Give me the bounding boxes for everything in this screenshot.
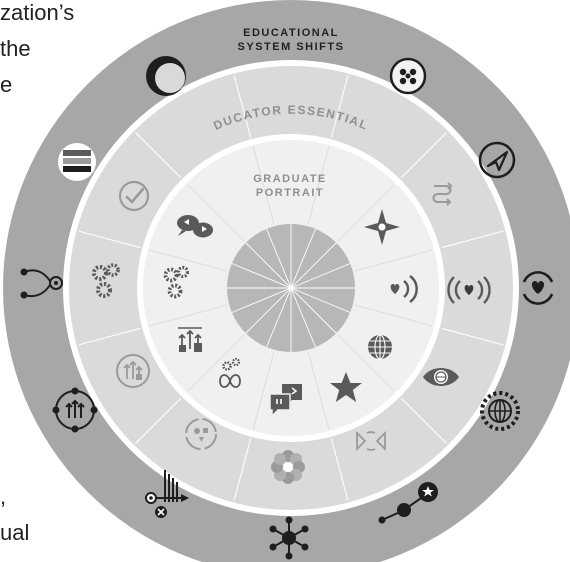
route-arrows-icon — [432, 182, 453, 206]
text-fragment-bottom-2: ual — [0, 520, 30, 545]
star-network-icon — [378, 482, 438, 524]
inner-ring-divider — [307, 351, 330, 430]
text-fragment-top-3: e — [0, 72, 13, 97]
text-fragment-top-1: zation’s — [0, 0, 75, 25]
middle-ring-divider — [330, 75, 349, 138]
middle-ring-divider — [441, 327, 504, 346]
inner-ring-divider — [337, 334, 395, 392]
infinity-gears-icon — [219, 357, 241, 388]
inner-ring-divider — [149, 304, 228, 327]
molecule-cycle-icon — [389, 57, 427, 95]
middle-ring-divider — [441, 230, 504, 249]
inner-ring-divider — [354, 249, 433, 272]
text-fragment-bottom-1: , — [0, 484, 7, 509]
stacked-layers-icon — [58, 143, 96, 181]
flower-icon — [271, 450, 305, 484]
inner-ring-label-line1: GRADUATE — [253, 173, 327, 185]
merge-lines-icon — [145, 470, 189, 518]
heart-signal-icon — [390, 275, 418, 303]
speech-bubbles-icon — [177, 215, 213, 238]
outer-ring-label-line1: EDUCATIONAL — [243, 27, 339, 39]
eye-globe-icon — [423, 368, 459, 386]
middle-ring-divider — [400, 132, 447, 179]
globe-icon — [368, 334, 392, 360]
path-nodes-icon — [20, 268, 63, 299]
gears-icon — [92, 263, 120, 298]
middle-ring-divider — [400, 397, 447, 444]
middle-ring-divider — [135, 132, 182, 179]
chat-bubbles-icon — [269, 384, 302, 418]
middle-ring-divider — [78, 230, 141, 249]
cycle-shapes-icon — [185, 418, 217, 450]
inner-ring-divider — [307, 146, 330, 225]
check-circle-icon — [118, 180, 150, 212]
core-spoke — [231, 263, 351, 313]
inner-ring-label-line2: PORTRAIT — [256, 187, 324, 199]
inner-ring-divider — [252, 351, 275, 430]
compass-icon — [364, 209, 400, 245]
inner-ring-divider — [354, 304, 433, 327]
middle-ring-divider — [330, 438, 349, 501]
middle-ring-divider — [233, 438, 252, 501]
inner-ring-divider — [337, 184, 395, 242]
star-icon — [330, 372, 362, 402]
crescent-icon — [146, 56, 186, 96]
broadcast-heart-icon — [447, 276, 491, 304]
middle-ring-divider — [78, 327, 141, 346]
exchange-arrows-icon — [356, 430, 386, 452]
gears-icon — [163, 265, 190, 299]
inner-ring-divider — [149, 249, 228, 272]
inner-ring-divider — [187, 334, 245, 392]
heart-cycle-icon — [522, 271, 554, 305]
paper-plane-cycle-icon — [478, 141, 516, 179]
growth-arrows-icon — [116, 354, 150, 388]
middle-ring-divider — [135, 397, 182, 444]
middle-ring-divider — [233, 75, 252, 138]
inner-ring-divider — [252, 146, 275, 225]
outer-ring-label-line2: SYSTEM SHIFTS — [238, 41, 345, 53]
hub-network-icon — [269, 516, 309, 560]
up-arrows-icon — [178, 327, 202, 352]
arrows-cluster-icon — [52, 387, 98, 433]
inner-ring-divider — [187, 184, 245, 242]
globe-gear-icon — [480, 391, 520, 431]
text-fragment-top-2: the — [0, 36, 31, 61]
